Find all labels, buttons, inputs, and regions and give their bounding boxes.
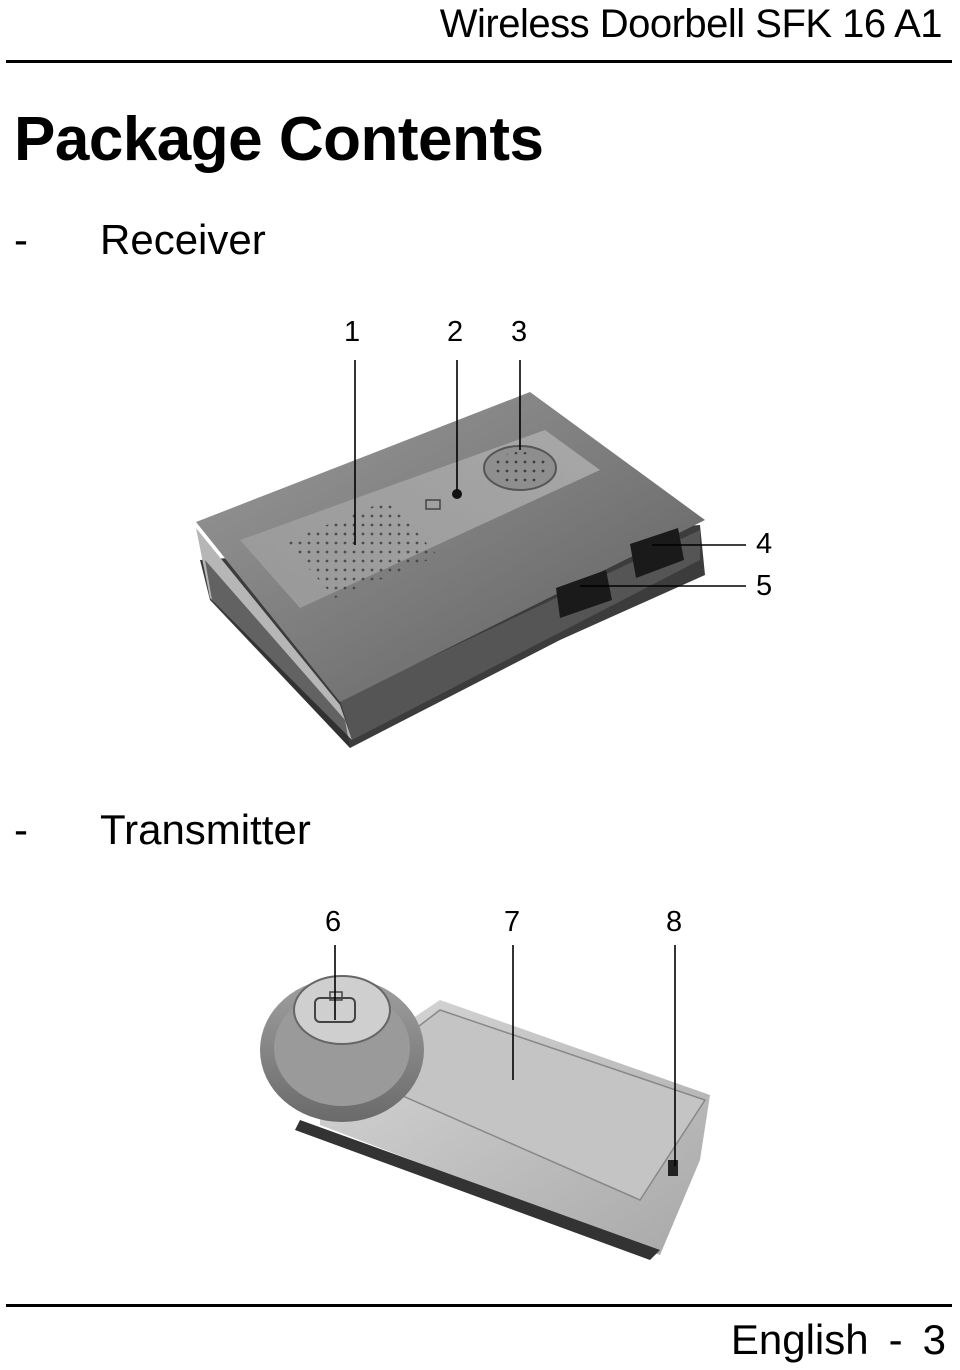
callout-2: 2 [447, 316, 464, 348]
transmitter-callout-lines [334, 945, 676, 1166]
contents-item-receiver: - Receiver [14, 216, 266, 264]
transmitter-photo [260, 975, 710, 1260]
callout-4: 4 [756, 528, 773, 560]
item-label: Transmitter [100, 806, 311, 853]
header-divider [6, 60, 952, 63]
page-number: 3 [922, 1316, 946, 1363]
contents-item-transmitter: - Transmitter [14, 806, 311, 854]
footer-separator: - [888, 1316, 903, 1363]
callout-1: 1 [344, 316, 361, 348]
callout-5: 5 [756, 570, 773, 602]
receiver-photo [196, 392, 705, 748]
item-label: Receiver [100, 216, 266, 263]
callout-7: 7 [504, 906, 521, 938]
item-dash: - [14, 806, 28, 853]
page-footer: English-3 [731, 1316, 946, 1364]
callout-3: 3 [511, 316, 528, 348]
item-dash: - [14, 216, 28, 263]
document-header-title: Wireless Doorbell SFK 16 A1 [439, 2, 943, 46]
callout-6: 6 [325, 906, 342, 938]
footer-language: English [730, 1316, 869, 1363]
receiver-callout-lines [354, 360, 746, 587]
page-title: Package Contents [14, 105, 544, 174]
footer-divider [6, 1304, 952, 1307]
callout-8: 8 [666, 906, 683, 938]
